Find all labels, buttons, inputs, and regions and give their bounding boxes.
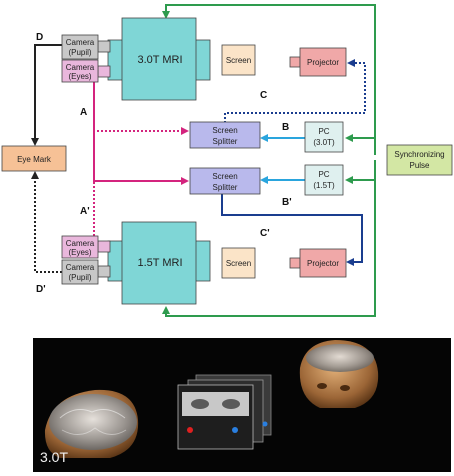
pc-3t-line1: PC	[318, 127, 329, 136]
camera-pupil-top: Camera (Pupil)	[61, 34, 111, 60]
label-B-prime: B'	[282, 197, 292, 208]
screen-bottom: Screen	[221, 247, 256, 279]
camera-pupil-top-line2: (Pupil)	[68, 48, 91, 57]
pc-1-5t-line2: (1.5T)	[313, 181, 335, 190]
splitter-top-line1: Screen	[212, 126, 237, 135]
red-dot	[187, 427, 193, 433]
camera-eyes-bottom-line1: Camera	[66, 239, 95, 248]
camera-to-eyemark-lines	[31, 44, 62, 273]
splitter-bottom: Screen Splitter	[189, 167, 261, 195]
brain-3t-render	[44, 389, 139, 458]
camera-eyes-top: Camera (Eyes)	[61, 59, 111, 83]
camera-pupil-top-line1: Camera	[66, 38, 95, 47]
label-D-prime: D'	[36, 284, 46, 295]
label-B: B	[282, 122, 289, 133]
splitter-bottom-line2: Splitter	[213, 183, 238, 192]
screen-top-label: Screen	[226, 56, 251, 65]
camera-eyes-bottom-line2: (Eyes)	[68, 248, 91, 257]
label-C: C	[260, 90, 267, 101]
splitter-top: Screen Splitter	[189, 121, 261, 149]
path-labels: D A C B B' A' C' D'	[36, 32, 292, 295]
projector-top-label: Projector	[307, 58, 339, 67]
brain-photo-panel	[33, 338, 451, 472]
mri-3t-label: 3.0T MRI	[137, 54, 182, 66]
sync-pulse-box: Synchronizing Pulse	[386, 144, 453, 176]
label-A-prime: A'	[80, 206, 90, 217]
camera-pupil-bottom-line1: Camera	[66, 263, 95, 272]
mri-3t: 3.0T MRI	[107, 17, 211, 101]
label-D: D	[36, 32, 43, 43]
sync-pulse-line2: Pulse	[409, 161, 430, 170]
label-C-prime: C'	[260, 228, 270, 239]
camera-eyes-top-line2: (Eyes)	[68, 72, 91, 81]
screen-bottom-label: Screen	[226, 259, 251, 268]
projector-bottom: Projector	[289, 248, 347, 278]
mri-1-5t: 1.5T MRI	[107, 221, 211, 305]
pc-3t: PC (3.0T)	[304, 121, 344, 153]
eye-mark-box: Eye Mark	[1, 145, 67, 172]
pc-1-5t-line1: PC	[318, 170, 329, 179]
sync-lines	[162, 4, 376, 317]
splitter-to-projector-lines	[221, 59, 366, 266]
camera-to-splitter-lines	[93, 80, 189, 244]
mri-1-5t-label: 1.5T MRI	[137, 257, 182, 269]
projector-top: Projector	[289, 47, 347, 77]
splitter-bottom-line1: Screen	[212, 172, 237, 181]
screen-top: Screen	[221, 44, 256, 76]
label-A: A	[80, 107, 87, 118]
camera-pupil-bottom-line2: (Pupil)	[68, 273, 91, 282]
pc-to-splitter-lines	[260, 134, 305, 184]
pc-1-5t: PC (1.5T)	[304, 164, 344, 196]
photo-3t-label: 3.0T	[40, 449, 69, 465]
eye-mark-label: Eye Mark	[17, 155, 52, 164]
camera-eyes-top-line1: Camera	[66, 63, 95, 72]
camera-eyes-bottom: Camera (Eyes)	[61, 235, 111, 259]
sync-pulse-line1: Synchronizing	[394, 150, 444, 159]
brain-1-5t-render	[299, 340, 379, 408]
splitter-top-line2: Splitter	[213, 137, 238, 146]
screens-stack	[177, 374, 272, 450]
pc-3t-line2: (3.0T)	[313, 138, 335, 147]
projector-bottom-label: Projector	[307, 259, 339, 268]
camera-pupil-bottom: Camera (Pupil)	[61, 259, 111, 285]
blue-dot	[232, 427, 238, 433]
